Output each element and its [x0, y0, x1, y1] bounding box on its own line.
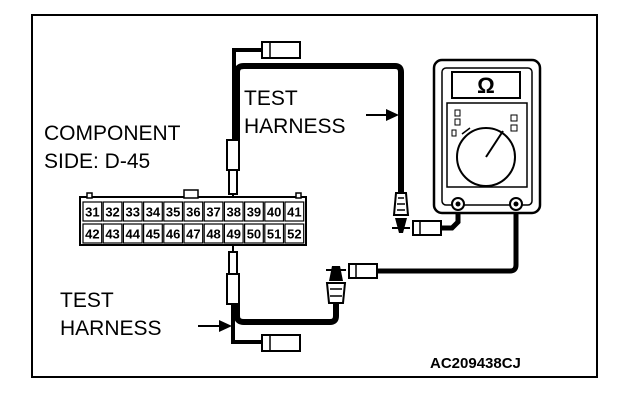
pin-label-38: 38 [227, 205, 241, 220]
pin-label-31: 31 [85, 205, 99, 220]
pin-label-51: 51 [267, 227, 281, 242]
pin-cell-33 [122, 201, 143, 222]
test-harness-bottom-line2: HARNESS [60, 317, 162, 340]
pin-cell-41 [284, 201, 305, 222]
pin-label-34: 34 [146, 205, 161, 220]
pin-cell-50 [244, 223, 264, 244]
pin-cell-37 [203, 201, 224, 222]
pin-cell-45 [143, 223, 163, 244]
pin-label-42: 42 [85, 227, 99, 242]
label-arrows [198, 109, 399, 332]
pin-label-50: 50 [247, 227, 261, 242]
test-harness-bottom-line1: TEST [60, 289, 114, 312]
pin-label-33: 33 [126, 205, 140, 220]
multimeter: Ω [432, 58, 542, 215]
pin-label-52: 52 [287, 227, 301, 242]
pin-cell-51 [264, 223, 285, 244]
pin-cell-43 [102, 223, 123, 244]
pin-label-40: 40 [267, 205, 281, 220]
component-label-line2: SIDE: D-45 [44, 150, 151, 173]
connector-d45: 31 32 33 34 35 36 37 38 39 40 41 42 43 44 45 46 47 48 49 50… [79, 189, 307, 246]
figure-code: AC209438CJ [430, 355, 521, 372]
pin-cell-35 [163, 201, 184, 222]
pin-label-44: 44 [126, 227, 141, 242]
pin-cell-47 [183, 223, 204, 244]
pin-label-46: 46 [166, 227, 180, 242]
pin-label-36: 36 [186, 205, 200, 220]
pin-cell-44 [122, 223, 143, 244]
upper-test-harness [226, 41, 461, 236]
pin-label-32: 32 [105, 205, 119, 220]
pin-label-41: 41 [287, 205, 301, 220]
pin-label-49: 49 [227, 227, 241, 242]
pin-label-35: 35 [166, 205, 180, 220]
pin-label-48: 48 [206, 227, 220, 242]
pin-cell-38 [223, 201, 244, 222]
pin-cell-49 [223, 223, 244, 244]
pin-cell-36 [183, 201, 204, 222]
pin-label-45: 45 [146, 227, 160, 242]
pin-cell-39 [244, 201, 264, 222]
connector-pins: 31 32 33 34 35 36 37 38 39 40 41 42 43 44 45 46 47 48 49 50… [82, 201, 305, 244]
pin-cell-34 [143, 201, 163, 222]
pin-label-39: 39 [247, 205, 261, 220]
pin-cell-31 [82, 201, 103, 222]
test-harness-top-line1: TEST [244, 87, 298, 110]
pin-cell-40 [264, 201, 285, 222]
pin-label-37: 37 [206, 205, 220, 220]
lower-test-harness [226, 206, 519, 352]
pin-label-47: 47 [186, 227, 200, 242]
pin-cell-32 [102, 201, 123, 222]
pin-cell-42 [82, 223, 103, 244]
pin-cell-48 [203, 223, 224, 244]
pin-cell-46 [163, 223, 184, 244]
pin-label-43: 43 [105, 227, 119, 242]
pin-cell-52 [284, 223, 305, 244]
component-label-line1: COMPONENT [44, 122, 181, 145]
test-harness-top-line2: HARNESS [244, 115, 346, 138]
ohm-symbol: Ω [477, 73, 495, 98]
